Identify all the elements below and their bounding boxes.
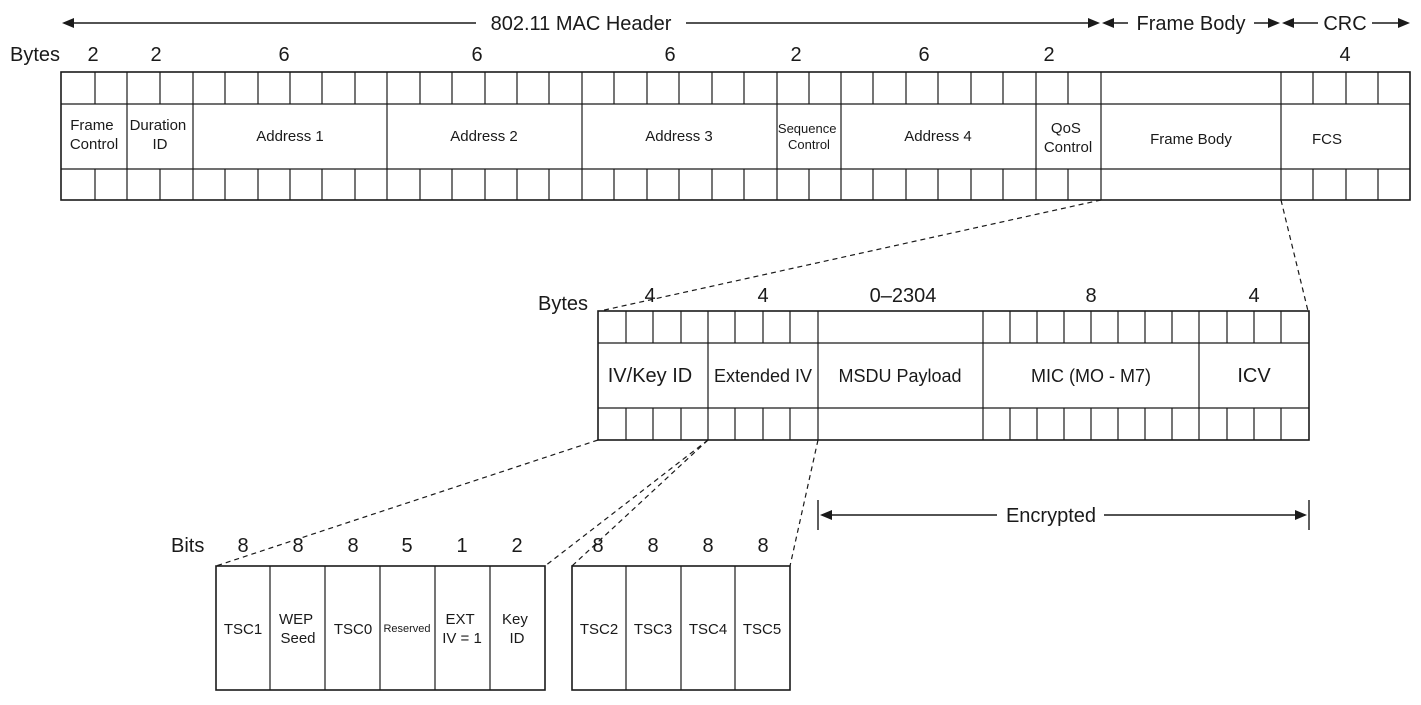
top-byte-ticks-upper — [94, 72, 1379, 104]
field-qos-control: QoS Control — [1044, 120, 1092, 156]
size-address-2: 6 — [471, 44, 482, 66]
size-sequence-control: 2 — [790, 44, 801, 66]
field-tsc1: TSC1 — [224, 621, 262, 638]
size-address-4: 6 — [918, 44, 929, 66]
top-byte-ticks-lower — [94, 169, 1379, 200]
frame-body-span-label: Frame Body — [1137, 13, 1246, 35]
mac-frame-section: 802.11 MAC Header Frame Body CRC Bytes 2… — [10, 13, 1411, 201]
size-address-3: 6 — [664, 44, 675, 66]
crc-span-arrow — [1282, 18, 1410, 28]
top-field-dividers — [126, 72, 1282, 200]
expand-line-left-2a — [215, 439, 599, 567]
size-ext-iv: 1 — [456, 535, 467, 557]
size-mic: 8 — [1085, 285, 1096, 307]
size-fcs: 4 — [1339, 44, 1350, 66]
top-bytes-label: Bytes — [10, 44, 60, 66]
field-extended-iv: Extended IV — [714, 366, 812, 386]
expand-line-left-2c — [571, 439, 709, 567]
size-msdu-payload: 0–2304 — [870, 285, 937, 307]
field-reserved: Reserved — [383, 623, 430, 635]
extended-iv-bit-dividers — [625, 566, 736, 690]
expand-line-left-2d — [789, 439, 819, 567]
size-address-1: 6 — [278, 44, 289, 66]
field-tsc4: TSC4 — [689, 621, 727, 638]
size-icv: 4 — [1248, 285, 1259, 307]
size-iv-key-id: 4 — [644, 285, 655, 307]
size-tsc0: 8 — [347, 535, 358, 557]
field-iv-key-id: IV/Key ID — [608, 365, 692, 387]
field-tsc3: TSC3 — [634, 621, 672, 638]
field-tsc0: TSC0 — [334, 621, 372, 638]
field-icv: ICV — [1237, 365, 1271, 387]
field-frame-control: Frame Control — [70, 117, 118, 153]
size-reserved: 5 — [401, 535, 412, 557]
field-tsc5: TSC5 — [743, 621, 781, 638]
frame-body-box — [597, 310, 1310, 441]
size-tsc4: 8 — [702, 535, 713, 557]
field-wep-seed: WEP Seed — [279, 611, 317, 647]
size-wep-seed: 8 — [292, 535, 303, 557]
bits-label: Bits — [171, 535, 204, 557]
size-qos-control: 2 — [1043, 44, 1054, 66]
expand-line-right-1 — [1280, 199, 1309, 312]
mac-header-span-arrow — [62, 18, 1100, 28]
field-address-1: Address 1 — [256, 128, 324, 145]
encrypted-span-arrow — [817, 500, 1310, 530]
size-extended-iv: 4 — [757, 285, 768, 307]
size-tsc3: 8 — [647, 535, 658, 557]
mac-header-span-label: 802.11 MAC Header — [491, 13, 672, 35]
crc-span-label: CRC — [1323, 13, 1366, 35]
encrypted-label: Encrypted — [1006, 505, 1096, 527]
field-duration-id: Duration ID — [130, 117, 191, 153]
size-tsc2: 8 — [592, 535, 603, 557]
size-tsc5: 8 — [757, 535, 768, 557]
iv-key-id-bit-dividers — [269, 566, 491, 690]
expand-line-left-1 — [599, 199, 1102, 312]
field-mic: MIC (MO - M7) — [1031, 366, 1151, 386]
field-fcs: FCS — [1312, 131, 1342, 148]
field-tsc2: TSC2 — [580, 621, 618, 638]
size-tsc1: 8 — [237, 535, 248, 557]
middle-byte-ticks-lower — [625, 408, 1282, 440]
field-address-2: Address 2 — [450, 128, 518, 145]
mac-frame-box — [60, 71, 1411, 201]
field-address-3: Address 3 — [645, 128, 713, 145]
middle-bytes-label: Bytes — [538, 293, 588, 315]
field-address-4: Address 4 — [904, 128, 972, 145]
middle-byte-ticks-upper — [625, 311, 1282, 343]
size-duration-id: 2 — [150, 44, 161, 66]
size-key-id: 2 — [511, 535, 522, 557]
field-frame-body: Frame Body — [1150, 131, 1232, 148]
frame-body-section: Bytes 4 4 0–2304 8 4 IV/Key ID Extended … — [538, 285, 1310, 530]
size-frame-control: 2 — [87, 44, 98, 66]
bit-fields-section: Bits 8 8 8 5 1 2 8 8 8 8 TSC1 WEP Seed T… — [171, 535, 791, 691]
field-sequence-control: Sequence Control — [778, 121, 840, 152]
frame-body-span-arrow — [1102, 18, 1280, 28]
field-key-id: Key ID — [502, 611, 532, 647]
field-ext-iv: EXT IV = 1 — [442, 611, 482, 647]
middle-field-dividers — [707, 311, 1200, 440]
field-msdu-payload: MSDU Payload — [838, 366, 961, 386]
expand-line-left-2b — [544, 439, 709, 567]
